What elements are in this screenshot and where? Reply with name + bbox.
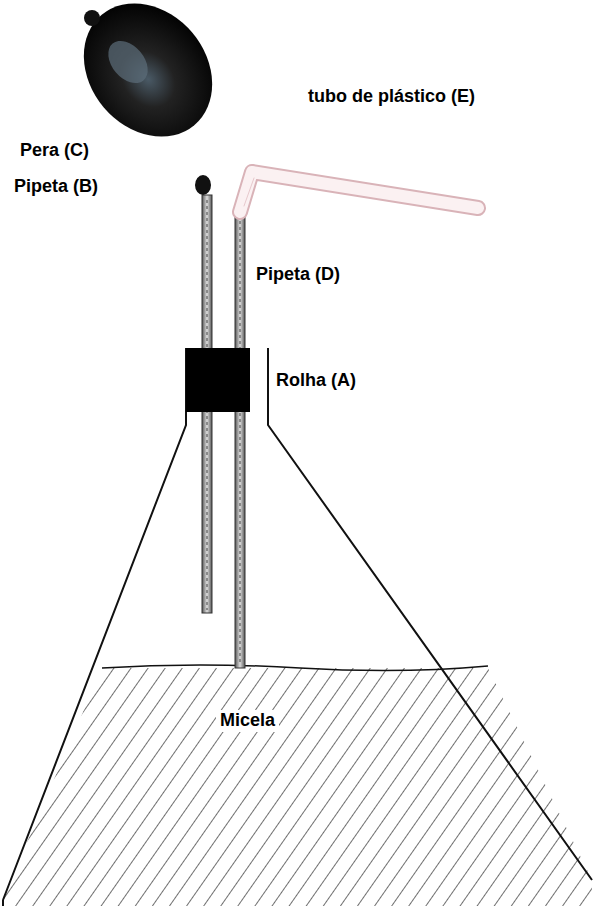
stopper — [186, 348, 250, 412]
part-label: Micela — [216, 710, 279, 732]
part-label: tubo de plástico (E) — [308, 86, 475, 108]
pipette-d — [235, 210, 245, 668]
flask — [3, 348, 592, 906]
part-label: Rolha (A) — [276, 370, 356, 392]
part-label: Pera (C) — [20, 140, 89, 162]
rubber-bulb — [57, 0, 238, 195]
part-label: Pipeta (D) — [256, 264, 340, 286]
liquid — [2, 665, 592, 906]
part-label: Pipeta (B) — [14, 176, 98, 198]
plastic-tube — [240, 172, 478, 212]
